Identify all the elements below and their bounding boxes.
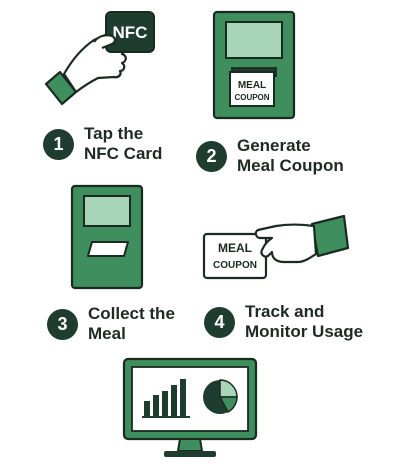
printed-coupon <box>229 71 275 107</box>
step-3: 3 Collect the Meal <box>47 304 175 344</box>
step-4: 4 Track and Monitor Usage <box>204 302 363 342</box>
handheld-coupon-line2: COUPON <box>213 260 257 271</box>
monitor-stand-icon <box>176 438 204 452</box>
thumb-icon <box>93 34 117 50</box>
kiosk-screen-icon <box>83 195 131 227</box>
nfc-card <box>105 11 155 53</box>
printed-coupon-line2: COUPON <box>234 93 269 102</box>
hand-holding-coupon-illustration: MEAL COUPON <box>202 214 350 280</box>
hand-icon <box>254 223 318 264</box>
step-1-label: Tap the NFC Card <box>84 124 163 163</box>
hand-tapping-nfc-card-illustration: NFC <box>44 11 155 106</box>
sleeve-icon <box>310 214 350 258</box>
step-1: 1 Tap the NFC Card <box>43 124 162 164</box>
kiosk-screen-icon <box>225 21 283 59</box>
kiosk-generating-coupon-illustration: MEAL COUPON <box>212 10 296 120</box>
handheld-coupon-line1: MEAL <box>218 241 252 255</box>
step-4-label: Track and Monitor Usage <box>245 302 364 341</box>
printed-coupon-line1: MEAL <box>238 80 266 91</box>
step-2-label: Generate Meal Coupon <box>237 136 344 175</box>
step-2-number-badge: 2 <box>196 140 227 172</box>
monitor-base-icon <box>164 451 216 457</box>
step-3-number-badge: 3 <box>47 308 78 340</box>
pie-chart-icon <box>203 379 238 414</box>
step-3-label: Collect the Meal <box>88 304 175 343</box>
bar-chart-icon <box>142 379 190 418</box>
nfc-card-text: NFC <box>113 23 148 42</box>
kiosk-collect-meal-illustration <box>70 184 144 290</box>
step-2: 2 Generate Meal Coupon <box>196 136 344 176</box>
step-4-number-badge: 4 <box>204 306 235 338</box>
step-1-number-badge: 1 <box>43 128 74 160</box>
monitor-usage-dashboard-illustration <box>122 357 258 457</box>
meal-tray-slot-icon <box>87 241 129 257</box>
